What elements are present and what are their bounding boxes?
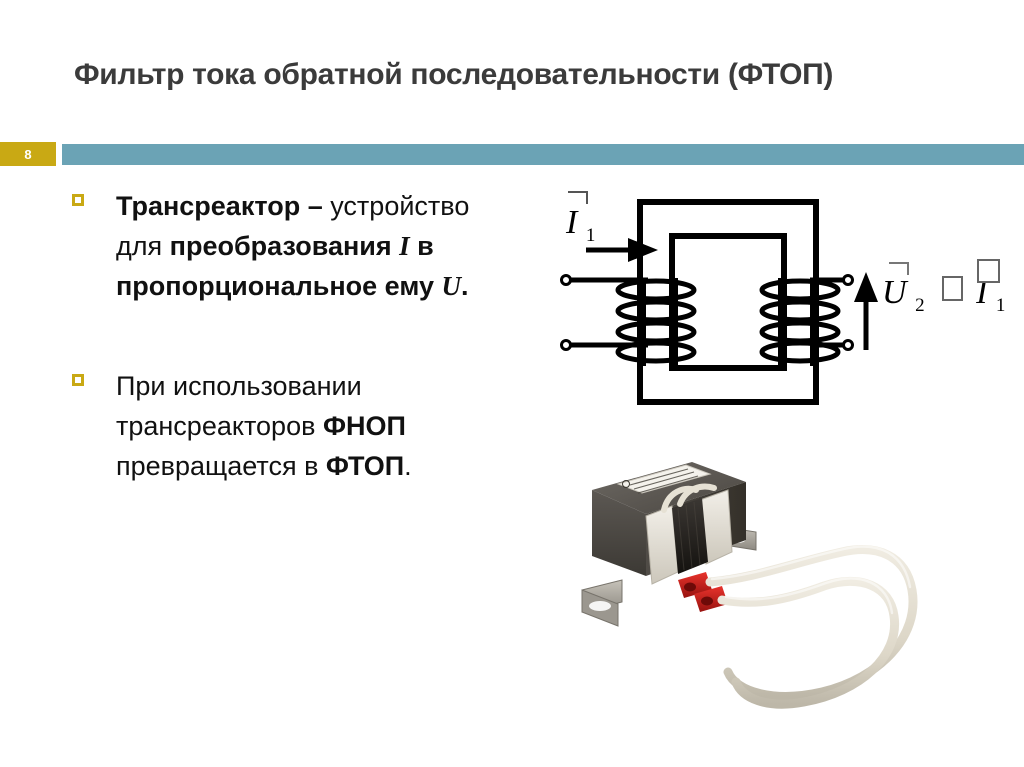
page-number-badge: 8 (0, 142, 56, 166)
secondary-winding (759, 278, 841, 364)
label-logo-icon (622, 480, 630, 488)
bracket-slot-hole (589, 601, 611, 611)
label-primary-current-base: I (566, 204, 578, 241)
coil-bobbin (645, 489, 733, 585)
coil-winding (672, 498, 708, 574)
bullet-1-seg-0: Трансреактор (116, 191, 301, 221)
label-relation-current-sub: 1 (995, 294, 1006, 316)
output-wires (705, 545, 918, 709)
bullet-2-seg-3: ФТОП (325, 451, 405, 481)
terminal-secondary-top (842, 274, 854, 286)
primary-winding (615, 278, 697, 364)
bullet-1-math-current: I (399, 231, 410, 261)
square-bullet-icon (72, 194, 84, 206)
overbar-box-icon (889, 262, 909, 275)
label-secondary-relation: U 2 I 1 (882, 259, 1006, 323)
bullet-1-seg-1: – (300, 191, 331, 221)
label-relation-current-base: I (976, 274, 988, 311)
bullet-2-seg-2: превращается в (116, 451, 326, 481)
terminal-primary-top (560, 274, 572, 286)
transformer-photograph (560, 440, 970, 740)
core-legs-overlay (640, 278, 816, 366)
missing-glyph-box-icon (942, 276, 964, 301)
list-item: При использовании трансреакторов ФНОП пр… (70, 366, 510, 486)
label-secondary-voltage-base: U (882, 274, 907, 311)
list-item-text: При использовании трансреакторов ФНОП пр… (116, 366, 510, 486)
overbar-box-icon (568, 191, 588, 204)
bullet-1-seg-2: устройство для (116, 191, 470, 261)
output-wires-highlight (710, 545, 912, 615)
page-title: Фильтр тока обратной последовательности … (74, 58, 834, 91)
bullet-list: Трансреактор – устройство для преобразов… (70, 186, 510, 486)
label-secondary-voltage-sub: 2 (915, 294, 925, 316)
secondary-voltage-arrow (854, 272, 878, 350)
terminal-primary-bottom (560, 339, 572, 351)
bullet-1-math-voltage: U (441, 271, 461, 301)
bullet-2-seg-4: . (404, 451, 412, 481)
terminal-secondary-bottom (842, 339, 854, 351)
bullet-1-seg-5: в пропорциональное ему (116, 231, 442, 301)
square-bullet-icon (72, 374, 84, 386)
label-primary-current-sub: 1 (585, 224, 596, 246)
bullet-2-seg-0: При использовании трансреакторов (116, 371, 362, 441)
bullet-1-seg-3: преобразования (169, 231, 400, 261)
list-item-text: Трансреактор – устройство для преобразов… (116, 186, 510, 306)
primary-current-arrow (586, 238, 658, 262)
bullet-2-seg-1: ФНОП (322, 411, 406, 441)
transformer-schematic-diagram: I 1 U 2 I 1 (548, 188, 1008, 434)
missing-glyph-box-icon (977, 259, 1001, 283)
transformer-label-sticker (616, 464, 712, 494)
internal-leads (661, 483, 717, 513)
bullet-1-seg-7: . (460, 271, 469, 301)
terminal-connectors (678, 572, 728, 612)
header-divider-bar (62, 144, 1024, 165)
list-item: Трансреактор – устройство для преобразов… (70, 186, 510, 306)
mounting-bracket-left (581, 579, 623, 627)
primary-leads (570, 277, 648, 348)
label-primary-current: I 1 (566, 191, 596, 253)
